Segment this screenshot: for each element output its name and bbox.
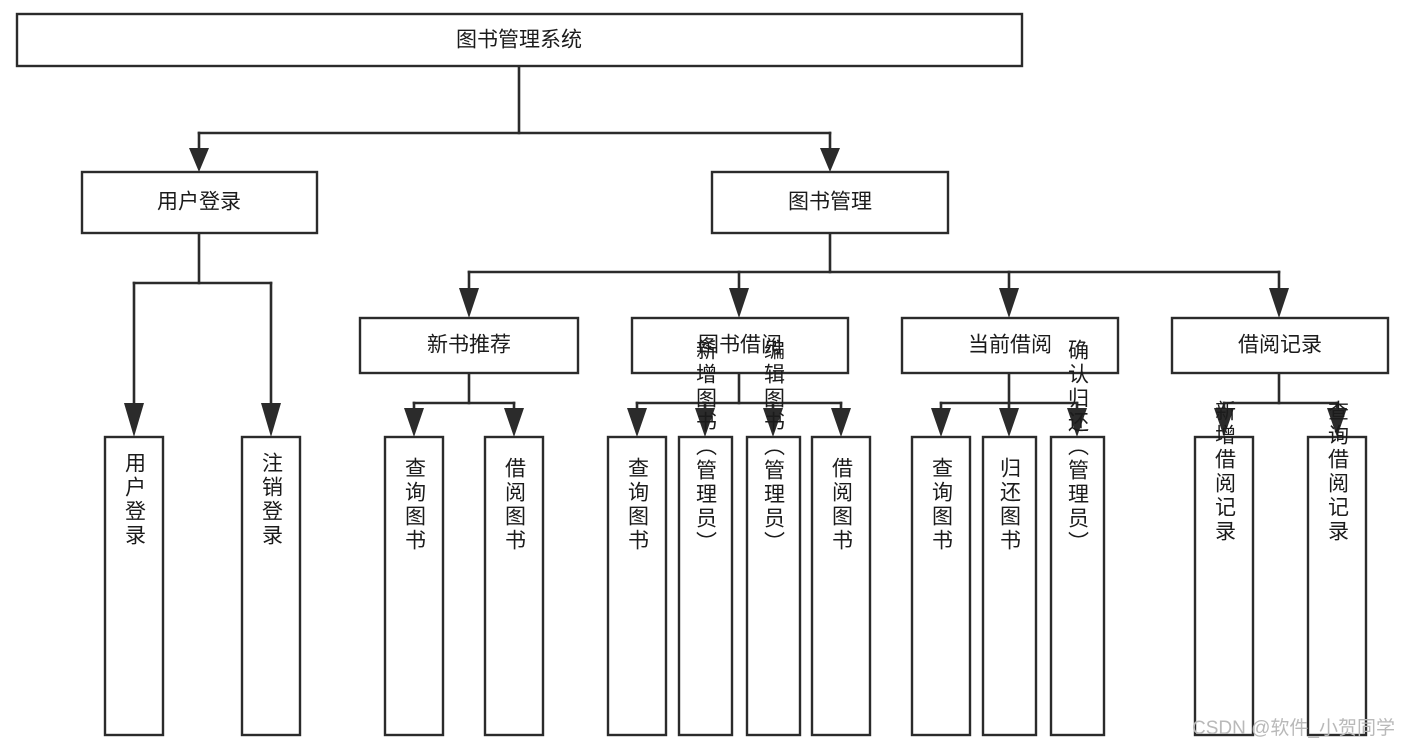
node-new-book-recommend-box[interactable] [358,316,580,375]
leaf-borrow-book-borrow[interactable]: 借阅图书 [810,435,872,737]
leaf-logout-box[interactable] [240,435,302,737]
node-new-book-recommend[interactable]: 新书推荐 [358,316,580,375]
node-book-management-label: 图书管理 [788,191,872,214]
leaf-return-book-label: 归还图书 [998,457,1022,553]
arrow-to-newbook [459,288,479,318]
leaf-add-borrow-record[interactable]: 新增借阅记录 [1193,400,1255,737]
node-book-borrow-label: 图书借阅 [698,334,782,357]
node-user-login-label: 用户登录 [157,191,241,214]
arrow-leaf-confirm-return [1067,408,1087,437]
arrow-leaf-add-book [695,408,715,437]
node-current-borrow[interactable]: 当前借阅 [900,316,1120,375]
leaf-query-book-borrow-label: 查询图书 [626,457,650,553]
leaf-query-book-newbook-box[interactable] [383,435,445,737]
arrow-leaf-logout [261,403,281,437]
leaf-query-book-current[interactable]: 查询图书 [910,435,972,737]
leaf-edit-book-admin-box[interactable] [745,435,802,737]
node-new-book-recommend-label: 新书推荐 [427,334,511,357]
arrow-to-records [1269,288,1289,318]
node-root-system[interactable]: 图书管理系统 [15,12,1024,68]
node-root-system-label: 图书管理系统 [456,29,582,52]
leaf-query-borrow-record-label: 查询借阅记录 [1326,400,1350,544]
leaf-edit-book-admin-label: 编辑图书（管理员） [762,339,786,555]
arrow-leaf-query-record [1327,408,1347,437]
leaf-add-book-admin-label: 新增图书（管理员） [694,339,718,555]
leaf-query-book-borrow-box[interactable] [606,435,668,737]
leaf-query-book-newbook[interactable]: 查询图书 [383,435,445,737]
leaf-add-book-admin-box[interactable] [677,435,734,737]
leaf-return-book[interactable]: 归还图书 [981,435,1038,737]
leaf-borrow-book-newbook-label: 借阅图书 [503,457,527,553]
arrow-leaf-query-book-1 [404,408,424,437]
arrow-leaf-add-record [1214,408,1234,437]
arrow-leaf-return-book [999,408,1019,437]
node-user-login-box[interactable] [80,170,319,235]
arrow-leaf-query-book-3 [931,408,951,437]
arrow-leaf-borrow-book-2 [831,408,851,437]
leaf-confirm-return-admin-label: 确认归还（管理员） [1066,339,1090,555]
arrow-leaf-edit-book [763,408,783,437]
node-book-borrow-box[interactable] [630,316,850,375]
leaf-query-borrow-record[interactable]: 查询借阅记录 [1306,400,1368,737]
node-borrow-records-box[interactable] [1170,316,1390,375]
leaf-confirm-return-admin[interactable]: 确认归还（管理员） [1049,339,1106,737]
arrow-to-borrow [729,288,749,318]
leaf-query-book-current-box[interactable] [910,435,972,737]
leaf-query-borrow-record-box[interactable] [1306,435,1368,737]
node-user-login[interactable]: 用户登录 [80,170,319,235]
leaf-borrow-book-borrow-label: 借阅图书 [830,457,854,553]
leaf-query-book-current-label: 查询图书 [930,457,954,553]
leaf-query-book-borrow[interactable]: 查询图书 [606,435,668,737]
leaf-logout[interactable]: 注销登录 [240,435,302,737]
leaf-confirm-return-admin-box[interactable] [1049,435,1106,737]
leaf-borrow-book-newbook-box[interactable] [483,435,545,737]
leaf-query-book-newbook-label: 查询图书 [403,457,427,553]
leaf-edit-book-admin[interactable]: 编辑图书（管理员） [745,339,802,737]
leaf-borrow-book-borrow-box[interactable] [810,435,872,737]
leaf-add-borrow-record-label: 新增借阅记录 [1213,400,1237,544]
leaf-return-book-box[interactable] [981,435,1038,737]
arrow-to-book-mgmt [820,148,840,172]
leaf-user-login-label: 用户登录 [123,452,147,548]
node-borrow-records-label: 借阅记录 [1238,334,1322,357]
node-borrow-records[interactable]: 借阅记录 [1170,316,1390,375]
leaf-add-book-admin[interactable]: 新增图书（管理员） [677,339,734,737]
arrow-leaf-borrow-book-1 [504,408,524,437]
leaf-add-borrow-record-box[interactable] [1193,435,1255,737]
node-root-system-box[interactable] [15,12,1024,68]
leaf-user-login-box[interactable] [103,435,165,737]
arrow-leaf-query-book-2 [627,408,647,437]
leaf-user-login[interactable]: 用户登录 [103,435,165,737]
connector-layer [124,64,1347,437]
leaf-borrow-book-newbook[interactable]: 借阅图书 [483,435,545,737]
node-book-management[interactable]: 图书管理 [710,170,950,235]
leaf-logout-label: 注销登录 [260,452,284,548]
arrow-to-user-login [189,148,209,172]
node-current-borrow-box[interactable] [900,316,1120,375]
node-current-borrow-label: 当前借阅 [968,334,1052,357]
arrow-to-current [999,288,1019,318]
arrow-leaf-user-login [124,403,144,437]
node-book-borrow[interactable]: 图书借阅 [630,316,850,375]
node-book-management-box[interactable] [710,170,950,235]
